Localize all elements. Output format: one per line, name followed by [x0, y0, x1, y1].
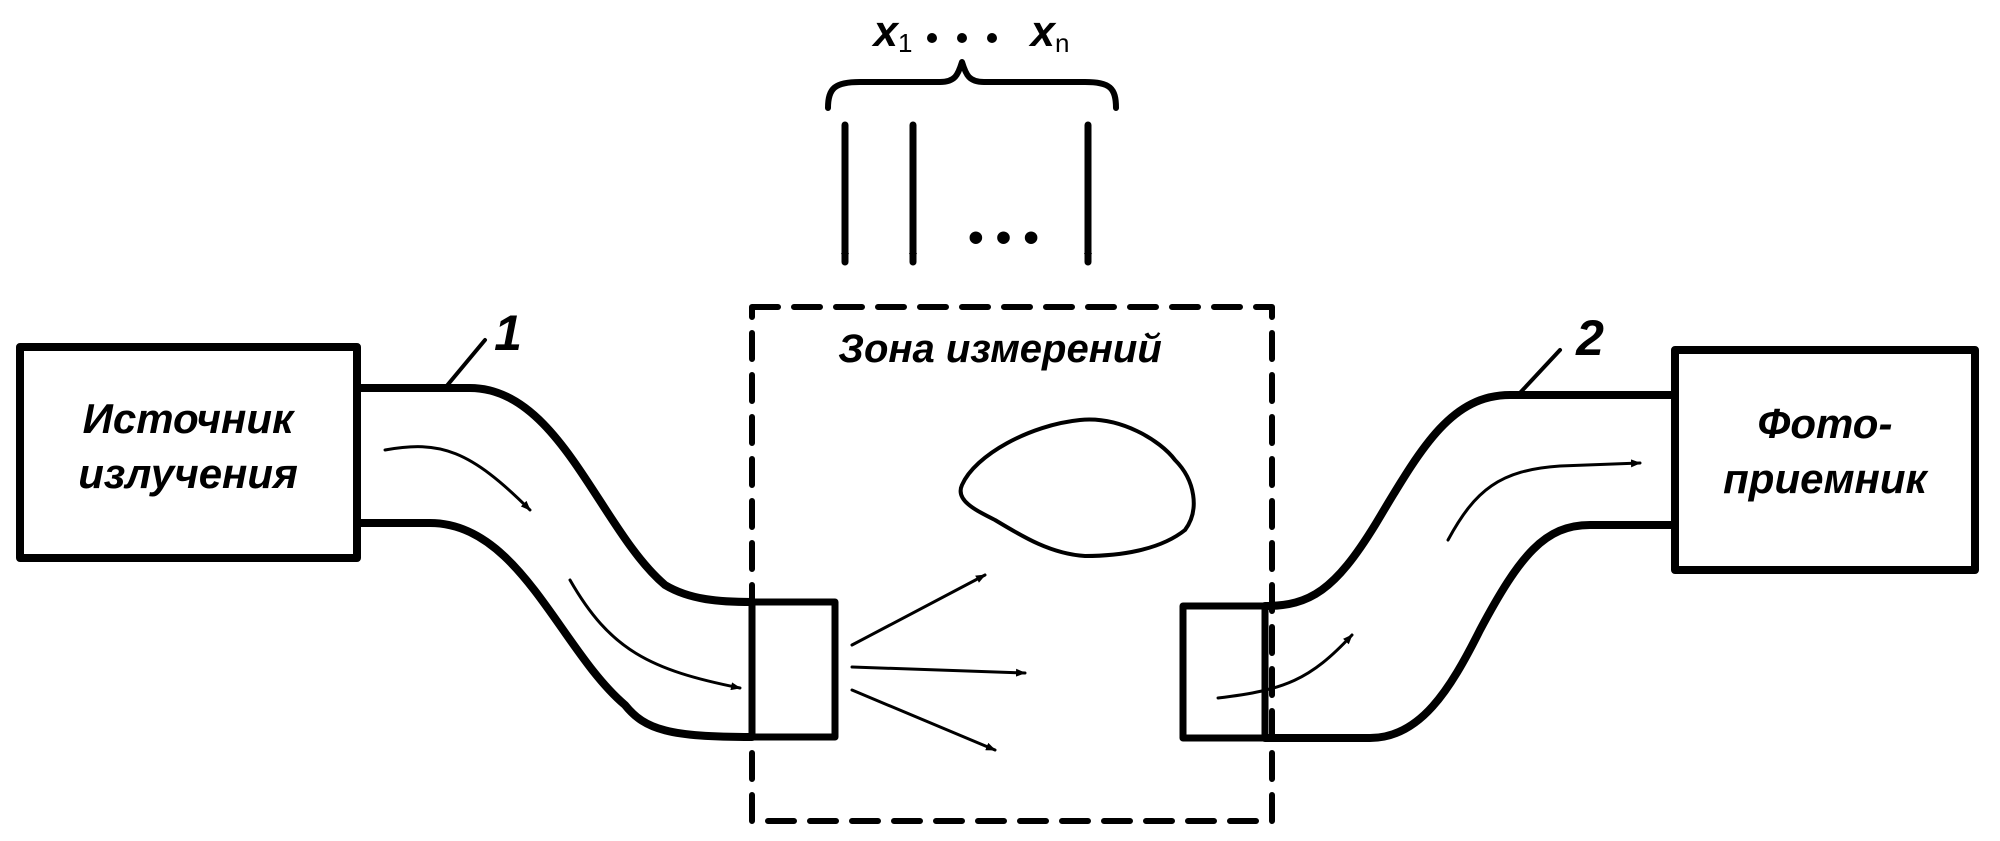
output-fiber: 2: [1179, 310, 1679, 742]
variable-x1: x1: [872, 7, 913, 58]
emitted-arrow-down: [850, 688, 997, 752]
zone-label: Зона измерений: [838, 327, 1162, 371]
input-fiber-lower-wall: [353, 519, 756, 741]
input-fiber: 1: [353, 305, 839, 741]
emitted-arrow-up: [850, 573, 987, 647]
input-light-arrow-lower: [568, 578, 742, 691]
radiation-source-block: Источник излучения: [16, 343, 361, 562]
variable-dot: [927, 33, 937, 43]
input-fiber-leader-line: [443, 338, 487, 390]
radiation-source-box: [16, 343, 361, 562]
output-fiber-upper-wall: [1261, 391, 1679, 610]
measurement-zone-border: [749, 304, 1275, 824]
output-fiber-number: 2: [1575, 310, 1604, 366]
photodetector-box: [1671, 346, 1979, 574]
photodetector-block: Фото- приемник: [1671, 346, 1979, 574]
detector-label-line2: приемник: [1723, 455, 1928, 502]
source-label-line1: Источник: [83, 395, 295, 442]
measurement-zone: Зона измерений: [749, 304, 1275, 824]
output-fiber-leader-line: [1516, 348, 1562, 397]
detector-label-line1: Фото-: [1758, 400, 1893, 447]
output-light-arrow-upper: [1446, 459, 1642, 542]
output-fiber-tip: [1179, 602, 1269, 742]
emitted-light-arrows: [850, 573, 1027, 752]
input-fiber-upper-wall: [353, 384, 756, 606]
measured-object: [958, 417, 1196, 558]
input-fiber-number: 1: [494, 305, 522, 361]
input-fiber-tip: [748, 598, 839, 741]
influencing-variables: x1 xn • • •: [825, 7, 1119, 266]
input-light-arrow-upper: [383, 445, 532, 512]
variable-arrows-ellipsis: • • •: [968, 213, 1039, 262]
output-light-arrow-lower: [1216, 633, 1354, 700]
source-label-line2: излучения: [78, 450, 298, 497]
output-fiber-lower-wall: [1261, 521, 1679, 742]
emitted-arrow-straight: [850, 665, 1027, 677]
variable-dot: [987, 33, 997, 43]
variable-xn: xn: [1029, 7, 1070, 58]
variables-brace: [825, 59, 1119, 111]
variable-dot: [957, 33, 967, 43]
